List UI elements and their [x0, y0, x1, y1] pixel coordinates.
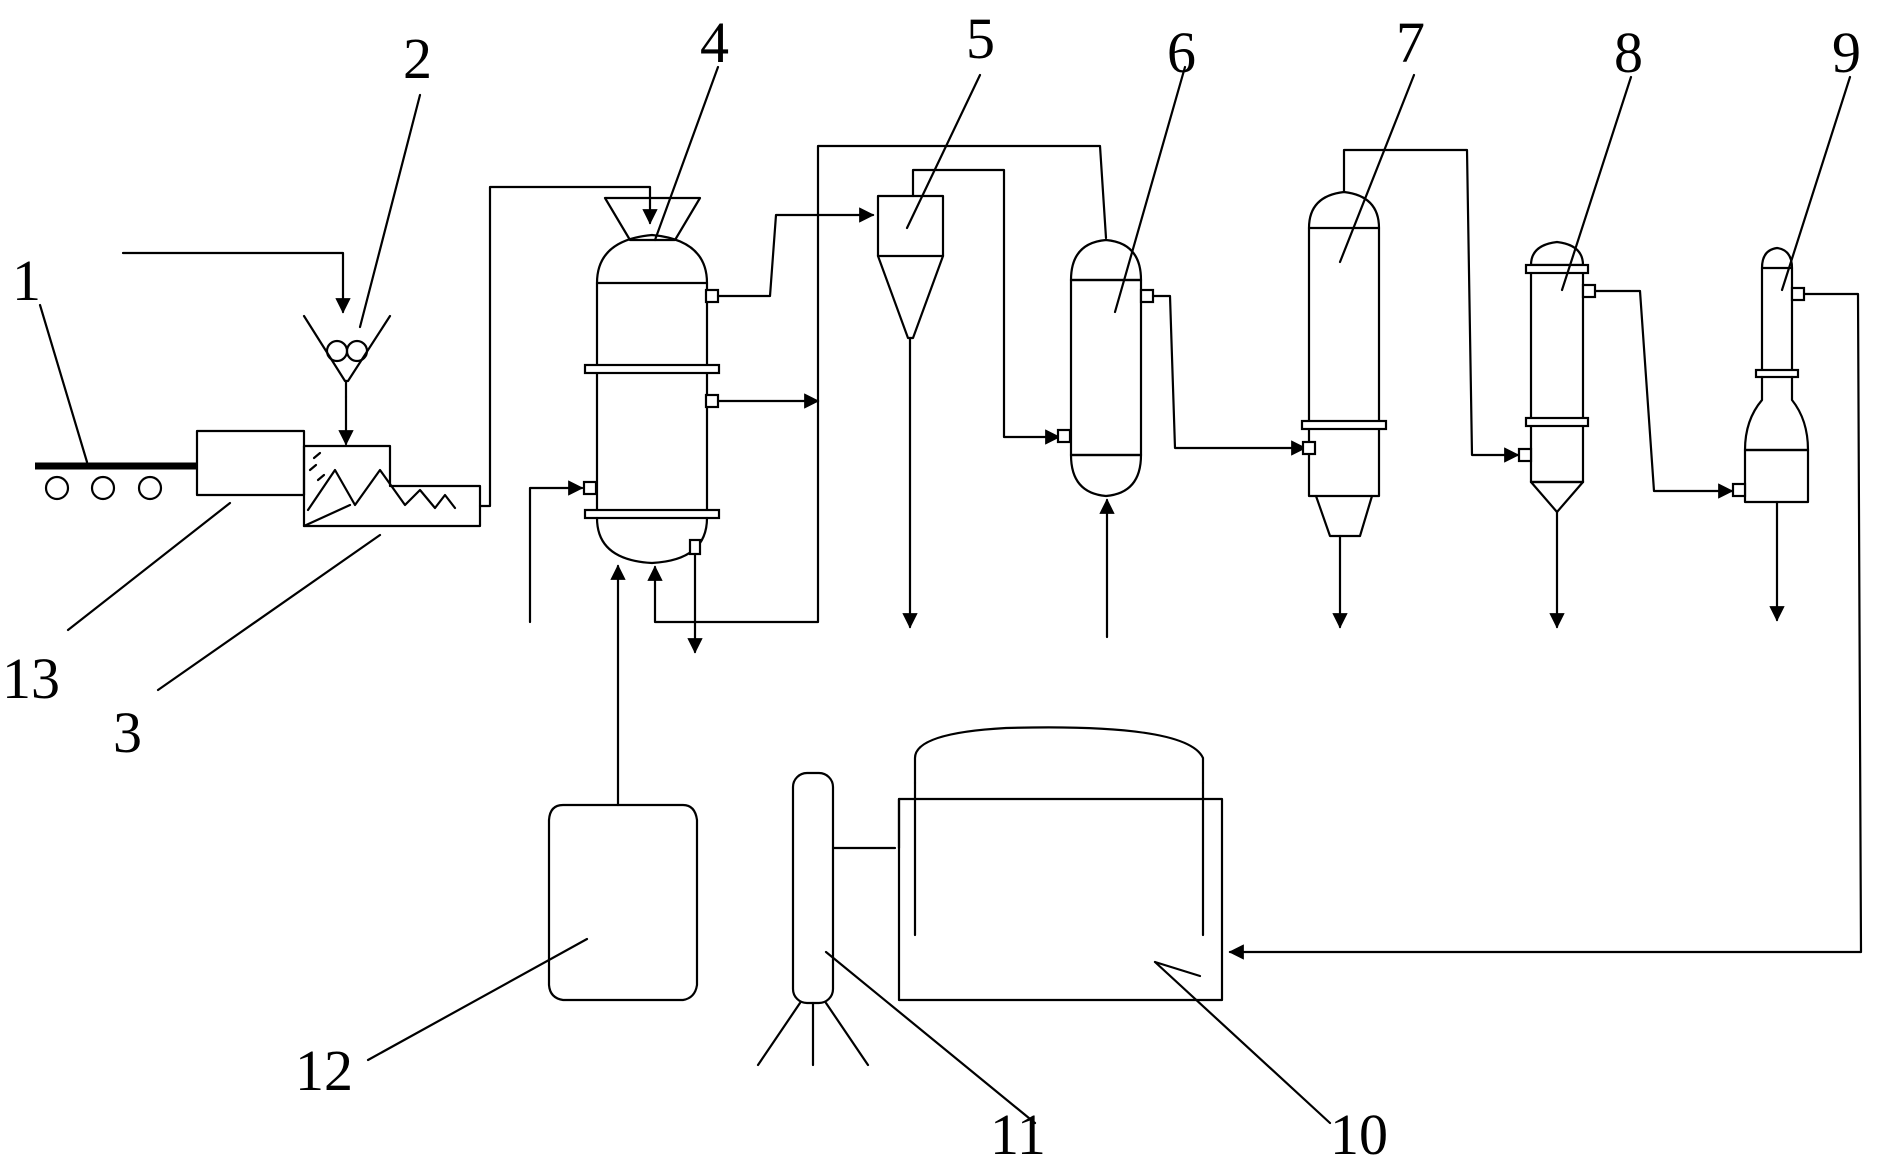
feed-hopper-2 [302, 314, 392, 399]
label-8: 8 [1614, 20, 1643, 85]
label-7: 7 [1396, 10, 1425, 75]
label-11: 11 [990, 1102, 1046, 1160]
separator-6 [1056, 238, 1155, 498]
label-3: 3 [113, 700, 142, 765]
column-7 [1300, 190, 1388, 538]
column-9 [1731, 246, 1810, 504]
label-13: 13 [2, 646, 60, 711]
burner-11 [756, 771, 897, 1067]
storage-tank-12 [547, 803, 699, 1002]
conveyor-1 [35, 462, 197, 501]
label-9: 9 [1832, 20, 1861, 85]
label-2: 2 [403, 26, 432, 91]
column-8 [1517, 240, 1597, 514]
leader-lines [38, 65, 1852, 1125]
label-10: 10 [1330, 1102, 1388, 1160]
cyclone-5 [876, 194, 945, 340]
label-5: 5 [966, 6, 995, 71]
label-12: 12 [295, 1038, 353, 1103]
kiln-10 [897, 726, 1224, 1002]
screw-feeder-3 [302, 444, 482, 528]
reactor-4 [582, 196, 721, 565]
label-4: 4 [700, 10, 729, 75]
label-1: 1 [12, 248, 41, 313]
drive-unit-13 [195, 429, 306, 497]
label-6: 6 [1167, 20, 1196, 85]
